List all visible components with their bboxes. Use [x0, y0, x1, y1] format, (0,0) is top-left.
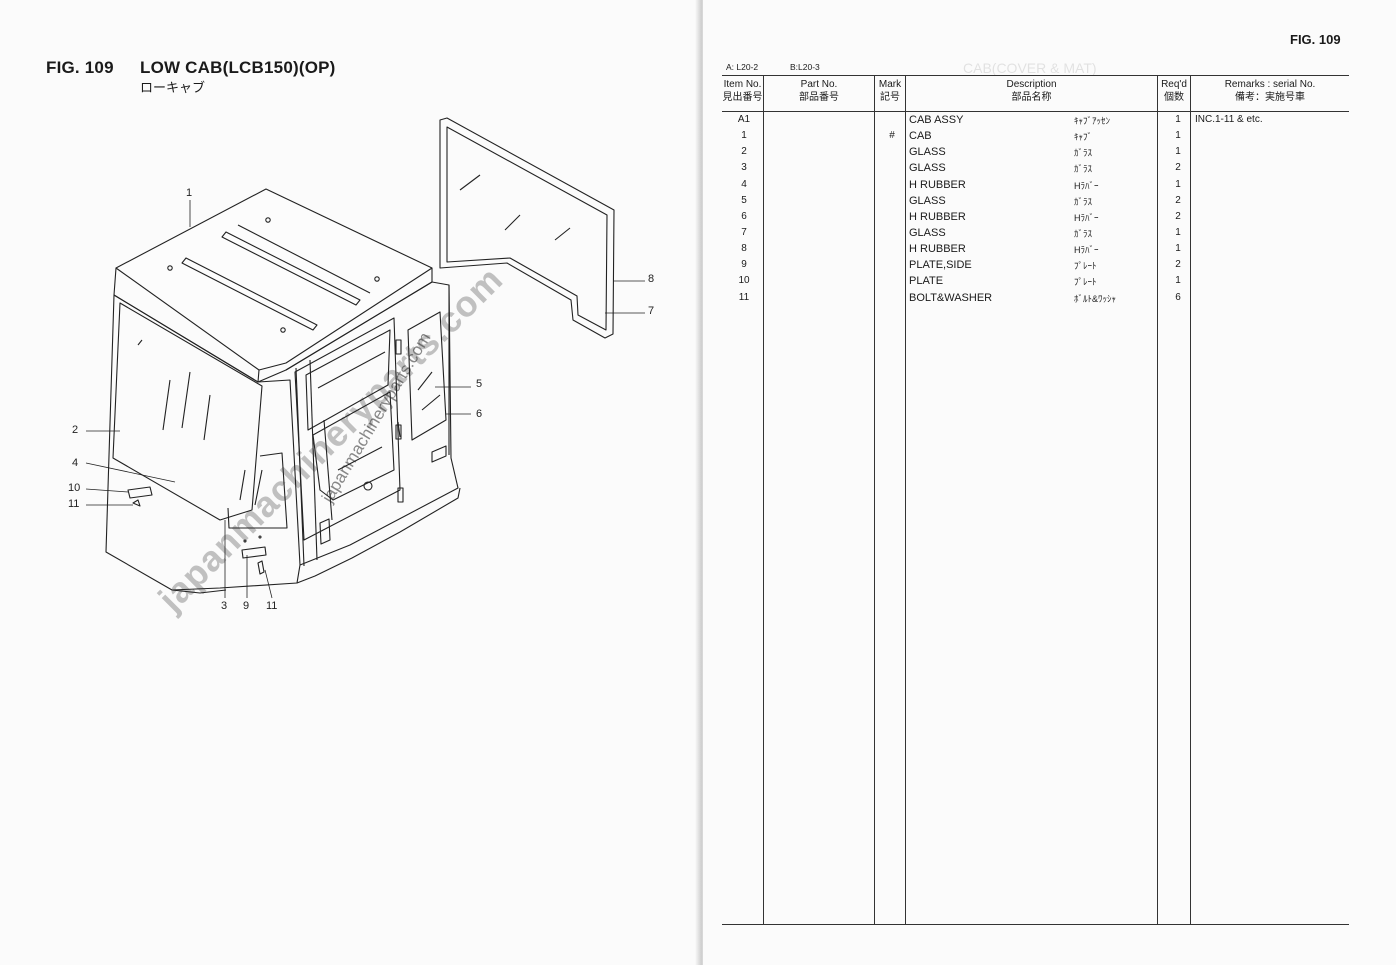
header-part-no: Part No. 部品番号 [799, 79, 839, 103]
figure-number: FIG. 109 [46, 58, 114, 77]
table-row: 6 H RUBBER Hﾗﾊﾞｰ 2 [741, 211, 1181, 223]
bleed-through-text: CAB(COVER & MAT) [963, 60, 1097, 76]
header-reqd: Req'd 個数 [1161, 79, 1187, 103]
callout-8: 8 [648, 273, 655, 285]
callout-4: 4 [72, 457, 79, 469]
table-row: 3 GLASS ｶﾞﾗｽ 2 [741, 162, 1181, 174]
table-row: 11 BOLT&WASHER ﾎﾞﾙﾄ&ﾜｯｼｬ 6 [738, 292, 1181, 304]
table-row: 10 PLATE ﾌﾟﾚｰﾄ 1 [738, 275, 1181, 287]
table-row: 9 PLATE,SIDE ﾌﾟﾚｰﾄ 2 [741, 259, 1181, 271]
table-row: A1 CAB ASSY ｷｬﾌﾞｱｯｾﾝ 1 INC.1-11 & etc. [737, 114, 1263, 126]
callout-9: 9 [243, 600, 250, 612]
rear-glass-7 [446, 126, 608, 331]
header-description: Description 部品名称 [1006, 79, 1057, 103]
callout-3: 3 [221, 600, 228, 612]
lower-front-glass [227, 452, 288, 529]
table-row: 1 # CAB ｷｬﾌﾞ 1 [741, 130, 1181, 142]
callout-5: 5 [476, 378, 483, 390]
callout-7: 7 [648, 305, 655, 317]
callout-2: 2 [72, 424, 79, 436]
table-row: 5 GLASS ｶﾞﾗｽ 2 [741, 195, 1181, 207]
callout-1: 1 [186, 187, 193, 199]
table-row: 4 H RUBBER Hﾗﾊﾞｰ 1 [741, 179, 1181, 191]
plate-9 [241, 546, 267, 559]
right-page: FIG. 109 A: L20-2 B:L20-3 CAB(COVER & MA… [703, 0, 1396, 965]
figure-label: FIG. 109 [1290, 32, 1341, 47]
code-b: B:L20-3 [790, 62, 820, 72]
rear-glass-8 [439, 117, 615, 339]
callout-11: 11 [68, 498, 80, 510]
code-a: A: L20-2 [726, 62, 759, 72]
cab-roof [115, 188, 433, 371]
side-window [407, 311, 447, 441]
left-page: FIG. 109 LOW CAB(LCB150)(OP) ローキャブ [0, 0, 700, 965]
header-mark: Mark 記号 [878, 79, 902, 103]
cab-side [285, 281, 459, 566]
callout-11b: 11 [266, 600, 278, 612]
table-row: 7 GLASS ｶﾞﾗｽ 1 [741, 227, 1181, 239]
table-row: 2 GLASS ｶﾞﾗｽ 1 [741, 146, 1181, 158]
figure-name: LOW CAB(LCB150)(OP) [140, 58, 336, 77]
figure-name-jp: ローキャブ [140, 80, 206, 95]
callout-10: 10 [68, 482, 81, 494]
header-remarks: Remarks : serial No. 備考：実施号車 [1224, 79, 1316, 103]
plate-10 [127, 486, 153, 499]
table-row: 8 H RUBBER Hﾗﾊﾞｰ 1 [741, 243, 1181, 255]
callout-6: 6 [476, 408, 483, 420]
cab-exploded-diagram [85, 117, 645, 599]
parts-table: Item No. 見出番号 Part No. 部品番号 Mark 記号 Desc… [722, 75, 1349, 925]
header-item: Item No. 見出番号 [722, 79, 763, 103]
front-glass [112, 302, 263, 521]
